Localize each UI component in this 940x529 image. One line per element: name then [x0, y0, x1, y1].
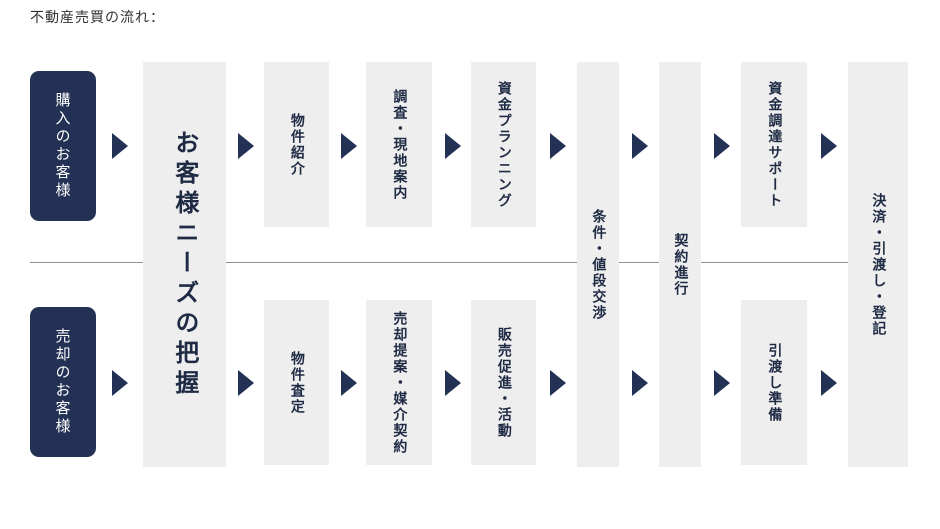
- step-sell-appraisal: 物件査定: [264, 300, 329, 465]
- arrow-right-icon: [714, 133, 730, 159]
- arrow-right-icon: [445, 370, 461, 396]
- step-contract: 契約進行: [659, 62, 701, 467]
- arrow-right-icon: [632, 133, 648, 159]
- arrow-right-icon: [341, 370, 357, 396]
- step-negotiation-label: 条件・値段交渉: [590, 208, 607, 321]
- step-settlement-label: 決済・引渡し・登記: [870, 192, 887, 337]
- step-sell-handover-prep-label: 引渡し準備: [766, 342, 783, 423]
- step-negotiation: 条件・値段交渉: [577, 62, 619, 467]
- arrow-right-icon: [550, 370, 566, 396]
- step-sell-promo-label: 販売促進・活動: [495, 326, 512, 439]
- step-buy-survey-label: 調査・現地案内: [391, 88, 408, 201]
- step-sell-proposal: 売却提案・媒介契約: [366, 300, 432, 465]
- step-needs-label: お客様ニーズの把握: [170, 129, 199, 400]
- page-title: 不動産売買の流れ：: [30, 10, 165, 26]
- arrow-right-icon: [238, 370, 254, 396]
- step-sell-appraisal-label: 物件査定: [288, 350, 305, 415]
- step-sell-promo: 販売促進・活動: [471, 300, 536, 465]
- arrow-right-icon: [550, 133, 566, 159]
- arrow-right-icon: [112, 133, 128, 159]
- buy-customer-text: 購入のお客様: [53, 92, 72, 200]
- step-buy-funding-label: 資金調達サポート: [766, 80, 783, 209]
- arrow-right-icon: [341, 133, 357, 159]
- step-needs: お客様ニーズの把握: [143, 62, 226, 467]
- step-contract-label: 契約進行: [672, 232, 689, 297]
- arrow-right-icon: [632, 370, 648, 396]
- step-buy-plan: 資金プランニング: [471, 62, 536, 227]
- step-buy-funding: 資金調達サポート: [741, 62, 807, 227]
- buy-customer-label: 購入のお客様: [30, 71, 96, 221]
- sell-customer-text: 売却のお客様: [53, 328, 72, 436]
- arrow-right-icon: [821, 370, 837, 396]
- step-sell-proposal-label: 売却提案・媒介契約: [391, 310, 408, 455]
- step-settlement: 決済・引渡し・登記: [848, 62, 908, 467]
- step-buy-intro: 物件紹介: [264, 62, 329, 227]
- arrow-right-icon: [112, 370, 128, 396]
- step-buy-intro-label: 物件紹介: [288, 112, 305, 177]
- arrow-right-icon: [238, 133, 254, 159]
- sell-customer-label: 売却のお客様: [30, 307, 96, 457]
- step-buy-survey: 調査・現地案内: [366, 62, 432, 227]
- arrow-right-icon: [445, 133, 461, 159]
- arrow-right-icon: [714, 370, 730, 396]
- step-buy-plan-label: 資金プランニング: [495, 80, 512, 209]
- section-divider: [30, 262, 908, 263]
- step-sell-handover-prep: 引渡し準備: [741, 300, 807, 465]
- arrow-right-icon: [821, 133, 837, 159]
